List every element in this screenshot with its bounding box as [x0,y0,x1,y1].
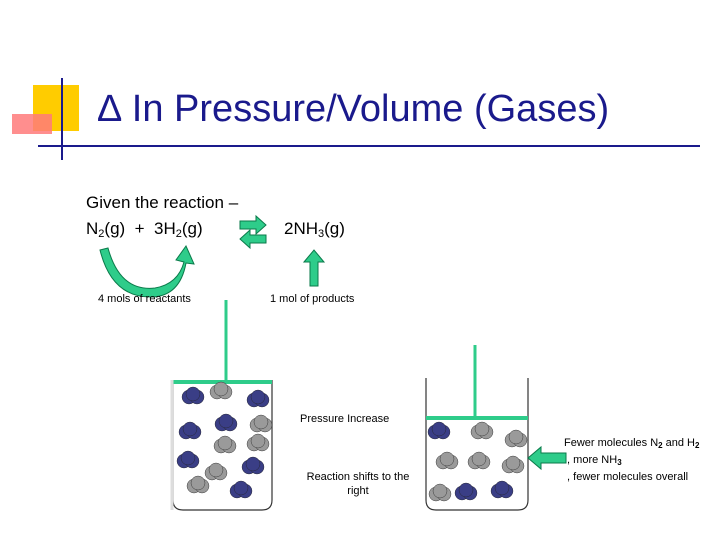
up-arrow-icon [304,250,324,286]
n2-molecule [491,481,513,498]
n2-molecule [247,390,269,407]
nh3-symbol: 2NH [284,219,318,238]
n2-molecule [177,451,199,468]
equilibrium-arrows-icon [240,216,266,248]
nh3-molecule [505,430,527,447]
pressure-increase-label: Pressure Increase [300,413,389,425]
h2-molecule [214,436,236,453]
note-sub-c: 3 [617,458,621,467]
given-line: Given the reaction – [86,192,238,214]
n2-molecule [215,414,237,431]
h2-molecule [247,434,269,451]
reactant-mid: (g) + 3H [104,219,175,238]
left-arrow-icon [528,447,566,469]
molecules-after [428,422,527,501]
n2-molecule [455,483,477,500]
nh3-molecule [502,456,524,473]
curved-arrow-icon [100,246,194,297]
note-part-c: , more NH [564,454,617,466]
note-part-a: Fewer molecules N [564,437,658,449]
n2-molecule [242,457,264,474]
product-formula: 2NH3(g) [284,219,345,240]
n2-molecule [179,422,201,439]
note-part-d: , fewer molecules overall [564,471,688,483]
products-label: 1 mol of products [270,293,354,305]
nh3-molecule [429,484,451,501]
reaction-shift-label: Reaction shifts to the right [306,470,410,498]
molecules-before [177,382,272,498]
reactants-label: 4 mols of reactants [98,293,191,305]
n2-symbol: N [86,219,98,238]
n2-molecule [182,387,204,404]
h2-tail: (g) [182,219,203,238]
h2-molecule [205,463,227,480]
h2-molecule [210,382,232,399]
note-sub-b: 2 [695,441,699,450]
fewer-molecules-note: Fewer molecules N2 and H2 , more NH3 , f… [564,436,704,484]
nh3-molecule [471,422,493,439]
nh3-tail: (g) [324,219,345,238]
slide-title: ∆ In Pressure/Volume (Gases) [98,88,609,131]
h2-molecule [250,415,272,432]
nh3-molecule [468,452,490,469]
nh3-molecule [436,452,458,469]
h2-molecule [187,476,209,493]
reactants-formula: N2(g) + 3H2(g) [86,219,203,240]
n2-molecule [230,481,252,498]
n2-molecule [428,422,450,439]
note-part-b: and H [663,437,695,449]
